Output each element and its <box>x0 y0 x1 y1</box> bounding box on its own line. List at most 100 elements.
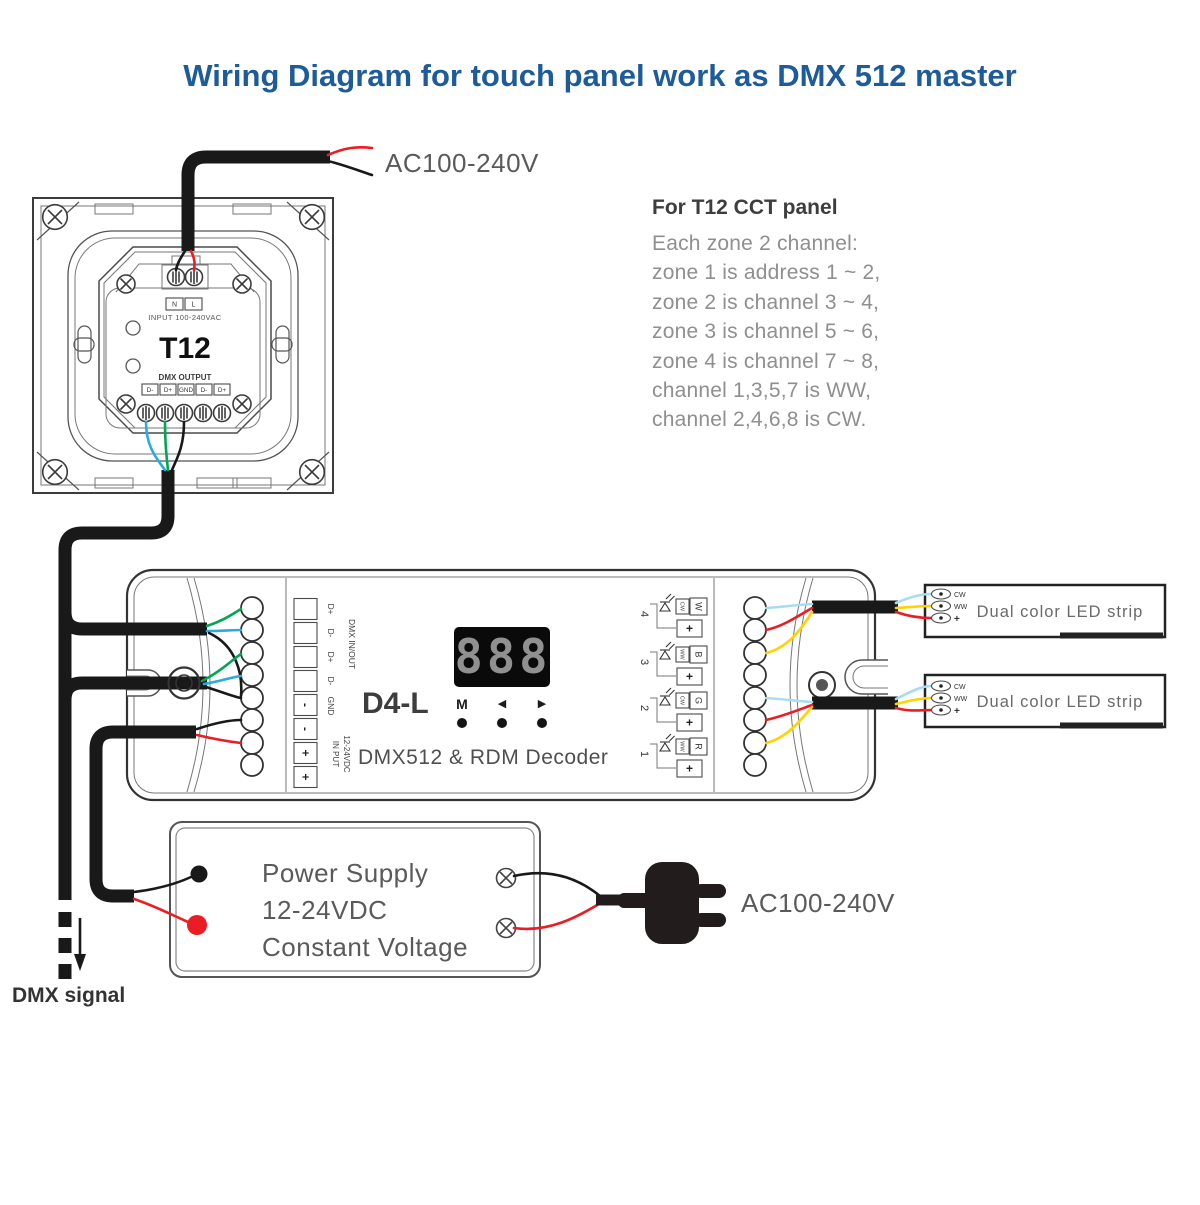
led-diode-icon <box>659 687 675 706</box>
terminal-screw-icon <box>212 403 232 423</box>
decoder-dmx-label: D+ <box>326 651 336 662</box>
strip1-wire-yellow <box>894 604 933 610</box>
power-supply: Power Supply 12-24VDC Constant Voltage <box>169 821 541 978</box>
dmx-out-wire-blue <box>202 674 243 686</box>
strip2-wire-lightblue <box>894 684 933 701</box>
decoder-subtitle: DMX512 & RDM Decoder <box>358 746 608 769</box>
mode-button[interactable] <box>457 718 467 728</box>
strip-pad-label: CW <box>954 592 966 599</box>
notes-line: channel 2,4,6,8 is CW. <box>652 408 867 431</box>
channel-color-label: G <box>693 697 703 704</box>
psu-ac-wire-black <box>512 871 602 898</box>
led-diode-icon <box>659 733 675 752</box>
screw-icon <box>41 458 69 486</box>
led-diode-icon <box>659 641 675 660</box>
terminal-screw-icon <box>174 403 194 423</box>
led-diode-icon <box>659 593 675 612</box>
power-cable <box>89 725 196 903</box>
psu-ac-wire-red <box>512 900 604 931</box>
decoder: - - + + D+ D- D+ D- GND DMX IN/OUT IN PU… <box>125 568 888 802</box>
notes-line: zone 1 is address 1 ~ 2, <box>652 261 880 284</box>
psu-dc-plus-terminal <box>187 915 207 935</box>
mode-button-label: M <box>456 696 468 712</box>
decoder-channel-1: 1 WW R + <box>638 733 708 778</box>
psu-ac-terminal-icon <box>495 867 517 889</box>
led-strip-label: Dual color LED strip <box>977 693 1144 711</box>
decoder-dmx-label: D- <box>326 629 336 638</box>
led-strip-label: Dual color LED strip <box>977 603 1144 621</box>
screw-icon <box>298 203 326 231</box>
strip-pad-label: WW <box>954 604 968 611</box>
channel-number: 4 <box>638 611 650 617</box>
channel-white-label: WW <box>679 649 685 660</box>
out-wire-yellow <box>764 610 814 655</box>
ac-label-top: AC100-240V <box>385 148 539 178</box>
panel-wire-black <box>174 249 187 272</box>
channel-plus-label: + <box>686 670 693 684</box>
decoder-dmx-label: D+ <box>326 603 336 614</box>
channel-plus-label: + <box>686 762 693 776</box>
ac-label-bottom: AC100-240V <box>741 888 895 918</box>
decoder-channel-4: 4 CW W + <box>638 593 708 638</box>
dmx-in-wire-blue <box>205 628 243 633</box>
notes-heading: For T12 CCT panel <box>652 196 838 219</box>
notes-line: Each zone 2 channel: <box>652 232 858 255</box>
led-strip-1 <box>923 583 1167 639</box>
strip1-wire-lightblue <box>894 592 933 605</box>
dmx-cable-trunk <box>58 470 175 900</box>
right-button[interactable] <box>537 718 547 728</box>
out-wire-red <box>764 606 814 632</box>
screw-icon <box>232 274 252 294</box>
panel-input-label: INPUT 100-240VAC <box>148 313 221 322</box>
ac-wire-red <box>326 145 374 157</box>
decoder-power-group-label: IN PUT <box>331 741 340 767</box>
dmx-terminal-label: D- <box>201 387 208 394</box>
dmx-in-wire-green <box>205 607 243 628</box>
channel-white-label: CW <box>679 696 685 706</box>
dmx-signal-label: DMX signal <box>12 984 125 1007</box>
channel-number: 3 <box>638 659 650 665</box>
power-wire-black <box>195 718 243 731</box>
led-strip-2 <box>923 673 1167 729</box>
decoder-channel-3: 3 WW B + <box>638 641 708 686</box>
psu-line: Power Supply <box>262 858 428 888</box>
panel-module <box>98 246 272 434</box>
dmx-terminal-label: D+ <box>164 387 173 394</box>
psu-dc-wire-red <box>132 897 190 924</box>
strain-relief-icon <box>167 666 201 700</box>
strip2-wire-yellow <box>894 696 933 706</box>
decoder-gnd-label: GND <box>326 697 336 716</box>
panel-dmx-wire-black <box>170 420 186 472</box>
out-wire-yellow <box>764 705 814 745</box>
mount-slot-icon <box>271 325 293 364</box>
segment-display: 888 <box>454 627 550 687</box>
strain-relief-icon <box>175 674 193 692</box>
dmx-cable-out-branch <box>58 676 207 701</box>
pad-symbol: - <box>298 703 312 707</box>
notes-line: channel 1,3,5,7 is WW, <box>652 379 871 402</box>
psu-dc-minus-terminal <box>190 865 208 883</box>
decoder-input-terminals: - - + + D+ D- D+ D- GND DMX IN/OUT IN PU… <box>240 596 357 789</box>
pad-symbol: + <box>298 773 312 780</box>
panel-wire-red <box>189 249 196 272</box>
strip-pad-label: + <box>954 706 960 717</box>
panel-model: T12 <box>159 332 211 365</box>
notes-line: zone 2 is channel 3 ~ 4, <box>652 291 879 314</box>
channel-number: 1 <box>638 751 650 757</box>
dmx-out-wire-green <box>200 652 243 683</box>
terminal-screw-icon <box>193 403 213 423</box>
channel-white-label: WW <box>679 741 685 752</box>
dmx-cable-in-branch <box>58 611 207 636</box>
strip1-wire-red <box>894 610 933 620</box>
out-wire-red <box>764 703 814 722</box>
left-button[interactable] <box>497 718 507 728</box>
terminal-screw-icon <box>136 403 156 423</box>
channel-color-label: B <box>693 651 703 657</box>
psu-dc-wire-black <box>132 875 193 894</box>
decoder-dmx-label: D- <box>326 677 336 686</box>
strip-pad-label: + <box>954 614 960 625</box>
channel-white-label: CW <box>679 602 685 612</box>
out-wire-lightblue <box>764 602 814 610</box>
channel-color-label: R <box>693 743 703 750</box>
dmx-terminal-label: D+ <box>218 387 227 394</box>
